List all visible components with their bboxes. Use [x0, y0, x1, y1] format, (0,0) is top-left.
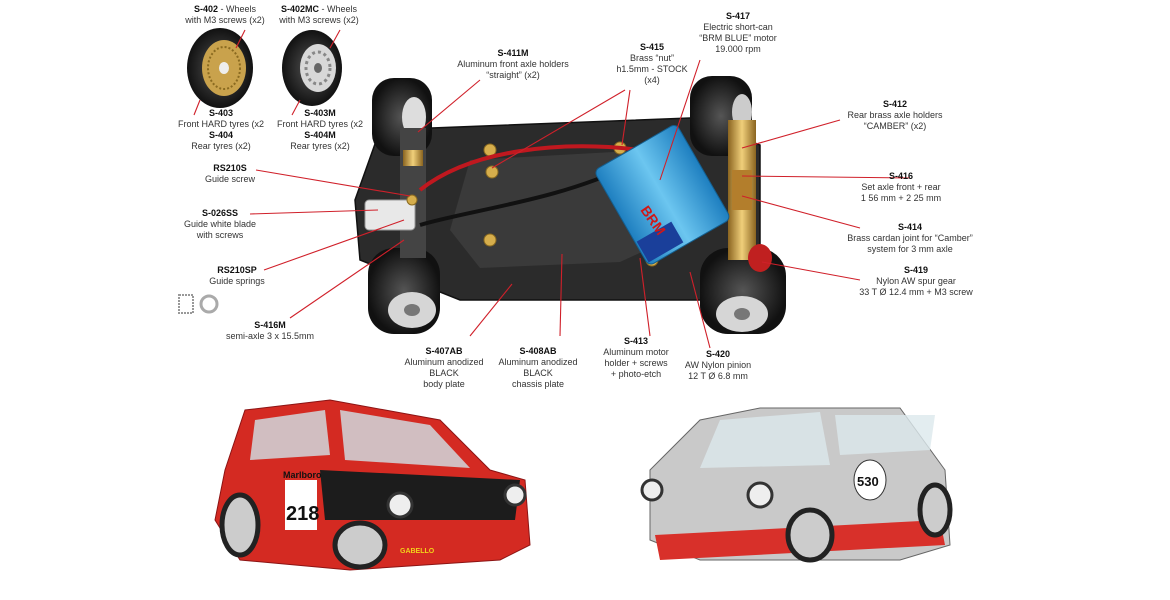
label-s419: S-419 Nylon AW spur gear 33 T Ø 12.4 mm …: [846, 265, 986, 298]
part-desc: 1 56 mm + 2 25 mm: [860, 193, 942, 203]
part-desc: chassis plate: [511, 379, 565, 389]
motor-icon: BRM: [595, 125, 730, 265]
car-bumper-strip-red: GABELLO: [400, 548, 435, 555]
part-desc: “CAMBER” (x2): [863, 121, 927, 131]
part-code: S-403M: [304, 108, 336, 118]
label-rs210sp: RS210SP Guide springs: [200, 265, 274, 287]
part-desc: Front HARD tyres (x2: [276, 119, 363, 129]
part-desc: holder + screws: [604, 358, 668, 368]
label-s414: S-414 Brass cardan joint for “Camber” sy…: [840, 222, 980, 255]
part-desc: Guide springs: [209, 276, 265, 286]
part-code: RS210S: [213, 163, 247, 173]
part-code: S-419: [903, 265, 929, 275]
front-right-wheel-icon: [368, 248, 440, 334]
label-s411m: S-411M Aluminum front axle holders “stra…: [453, 48, 573, 81]
part-desc: Brass “nut”: [629, 53, 674, 63]
spur-gear-icon: [748, 244, 772, 272]
label-s403m: S-403M Front HARD tyres (x2 S-404M Rear …: [272, 108, 368, 152]
part-desc: semi-axle 3 x 15.5mm: [225, 331, 315, 341]
part-desc: Nylon AW spur gear: [876, 276, 956, 286]
part-desc: system for 3 mm axle: [867, 244, 953, 254]
part-desc: “straight” (x2): [486, 70, 540, 80]
red-car-image: 218 Marlboro GABELLO: [214, 399, 531, 571]
part-desc: (x4): [644, 75, 660, 85]
part-code: S-403: [208, 108, 234, 118]
part-desc: Guide white blade: [183, 219, 257, 229]
label-s420: S-420 AW Nylon pinion 12 T Ø 6.8 mm: [678, 349, 758, 382]
part-desc: Rear tyres (x2): [290, 141, 350, 151]
label-s407ab: S-407AB Aluminum anodized BLACK body pla…: [398, 346, 490, 390]
part-desc: “BRM BLUE” motor: [699, 33, 777, 43]
label-s403: S-403 Front HARD tyres (x2 S-404 Rear ty…: [173, 108, 269, 152]
part-desc: 12 T Ø 6.8 mm: [688, 371, 748, 381]
car-number-red: 218: [286, 503, 319, 525]
part-code: S-408AB: [519, 346, 557, 356]
label-s408ab: S-408AB Aluminum anodized BLACK chassis …: [492, 346, 584, 390]
part-desc: AW Nylon pinion: [684, 360, 752, 370]
part-desc: BLACK: [429, 368, 459, 378]
part-code: S-413: [623, 336, 649, 346]
part-desc: Rear brass axle holders: [847, 110, 943, 120]
part-desc: Set axle front + rear: [861, 182, 941, 192]
car-number-grey: 530: [857, 474, 879, 489]
part-code: S-412: [882, 99, 908, 109]
part-desc: - Wheels: [321, 4, 358, 14]
part-code: S-026SS: [201, 208, 239, 218]
part-code: S-416M: [254, 320, 286, 330]
part-desc: Aluminum front axle holders: [457, 59, 569, 69]
part-code: S-420: [705, 349, 731, 359]
part-desc: Electric short-can: [703, 22, 773, 32]
part-code: S-402: [193, 4, 218, 14]
part-desc: Aluminum anodized: [498, 357, 578, 367]
part-code: S-411M: [497, 48, 529, 58]
guide-blade-icon: [364, 199, 416, 231]
leader-lines: [193, 29, 911, 349]
part-code: S-404M: [304, 130, 336, 140]
part-code: S-416: [888, 171, 914, 181]
front-axle-holder-icon: [400, 128, 426, 258]
part-code: S-404: [208, 130, 234, 140]
label-s416: S-416 Set axle front + rear 1 56 mm + 2 …: [846, 171, 956, 204]
part-desc: Rear tyres (x2): [191, 141, 251, 151]
label-s415: S-415 Brass “nut” h1.5mm - STOCK (x4): [612, 42, 692, 86]
part-code: S-415: [639, 42, 665, 52]
wheel-gold-icon: [187, 28, 253, 108]
part-desc: with screws: [196, 230, 244, 240]
guide-springs-icon: [178, 294, 219, 314]
part-desc: Front HARD tyres (x2: [177, 119, 264, 129]
part-desc: h1.5mm - STOCK: [616, 64, 688, 74]
label-rs210s: RS210S Guide screw: [196, 163, 264, 185]
label-s026ss: S-026SS Guide white blade with screws: [178, 208, 262, 241]
part-code: S-417: [725, 11, 751, 21]
part-code: RS210SP: [217, 265, 257, 275]
grey-car-image: 530: [640, 407, 953, 563]
part-desc: Brass cardan joint for “Camber”: [847, 233, 973, 243]
part-desc: Aluminum motor: [603, 347, 669, 357]
part-desc: 19.000 rpm: [715, 44, 761, 54]
part-desc: with M3 screws (x2): [279, 15, 359, 25]
part-code: S-407AB: [425, 346, 463, 356]
wheel-silver-icon: [282, 30, 342, 106]
label-s402: S-402 - Wheels with M3 screws (x2): [175, 4, 275, 26]
part-desc: body plate: [423, 379, 465, 389]
part-code: S-402MC: [280, 4, 319, 14]
part-desc: + photo-etch: [610, 369, 662, 379]
label-s412: S-412 Rear brass axle holders “CAMBER” (…: [840, 99, 950, 132]
part-code: S-414: [897, 222, 923, 232]
part-desc: with M3 screws (x2): [185, 15, 265, 25]
label-s416m: S-416M semi-axle 3 x 15.5mm: [218, 320, 322, 342]
label-s413: S-413 Aluminum motor holder + screws + p…: [596, 336, 676, 380]
car-sponsor-red: Marlboro: [283, 470, 322, 480]
label-s417: S-417 Electric short-can “BRM BLUE” moto…: [686, 11, 790, 55]
part-desc: Guide screw: [204, 174, 256, 184]
part-desc: BLACK: [523, 368, 553, 378]
rear-right-wheel-icon: [700, 248, 786, 334]
label-s402mc: S-402MC - Wheels with M3 screws (x2): [274, 4, 364, 26]
part-desc: Aluminum anodized: [404, 357, 484, 367]
part-desc: - Wheels: [220, 4, 257, 14]
part-desc: 33 T Ø 12.4 mm + M3 screw: [859, 287, 973, 297]
